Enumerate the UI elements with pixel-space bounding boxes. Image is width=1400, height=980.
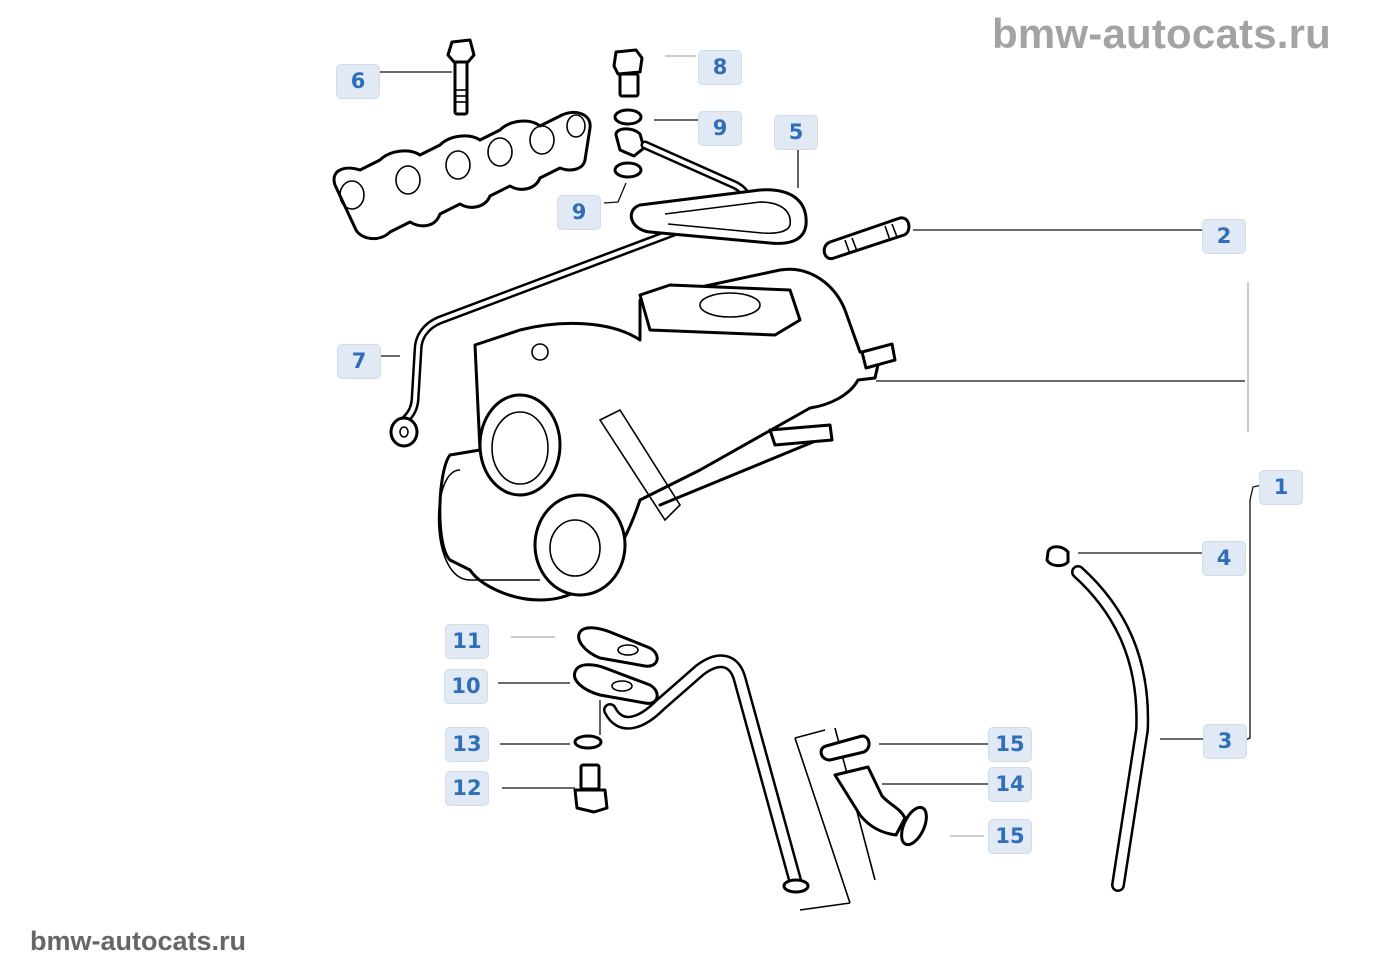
callout-6[interactable]: 6 (336, 64, 380, 99)
leader-lines (376, 55, 1263, 837)
callout-3[interactable]: 3 (1203, 724, 1247, 759)
callout-13[interactable]: 13 (445, 727, 489, 762)
watermark-top: bmw-autocats.ru (992, 10, 1332, 57)
seal-ring-lower-illustration (613, 161, 643, 179)
callout-1[interactable]: 1 (1259, 470, 1303, 505)
callout-15-lower[interactable]: 15 (988, 819, 1032, 854)
turbocharger-illustration (437, 267, 897, 602)
callout-9-upper[interactable]: 9 (698, 111, 742, 146)
callout-7[interactable]: 7 (337, 344, 381, 379)
oil-return-line-illustration (572, 654, 810, 894)
callout-8[interactable]: 8 (698, 50, 742, 85)
callout-4[interactable]: 4 (1202, 541, 1246, 576)
banjo-bolt-illustration (612, 48, 644, 98)
screw-illustration (573, 763, 609, 814)
callout-14[interactable]: 14 (988, 767, 1032, 802)
watermark-bottom: bmw-autocats.ru (30, 926, 247, 956)
callout-9-lower[interactable]: 9 (557, 195, 601, 230)
hose-illustration (833, 765, 907, 837)
callout-12[interactable]: 12 (445, 771, 489, 806)
callout-15-upper[interactable]: 15 (988, 727, 1032, 762)
bolt-illustration (446, 38, 476, 116)
hose-clamp-lower-illustration (900, 805, 928, 847)
vacuum-hose-illustration (1045, 545, 1150, 892)
gasket-11-illustration (577, 626, 659, 668)
gasket-illustration (629, 188, 808, 245)
callout-5[interactable]: 5 (774, 115, 818, 150)
stud-illustration (822, 216, 911, 261)
washer-illustration (573, 734, 603, 750)
hose-clamp-upper-illustration (819, 734, 871, 762)
seal-ring-upper-illustration (613, 108, 643, 126)
callout-11[interactable]: 11 (445, 624, 489, 659)
callout-2[interactable]: 2 (1202, 219, 1246, 254)
exhaust-manifold-illustration (332, 111, 592, 240)
callout-10[interactable]: 10 (444, 669, 488, 704)
